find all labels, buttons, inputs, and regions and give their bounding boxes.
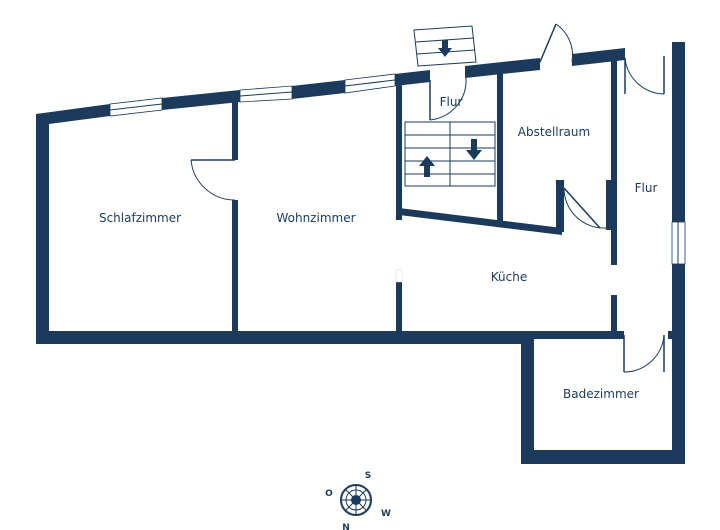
staircase bbox=[404, 25, 496, 187]
room-label-abstellraum: Abstellraum bbox=[518, 125, 590, 139]
stair-up-arrow-icon bbox=[419, 156, 435, 177]
room-labels: Schlafzimmer Wohnzimmer Flur Abstellraum… bbox=[99, 95, 657, 401]
room-label-wohnzimmer: Wohnzimmer bbox=[276, 211, 355, 225]
stair-down-arrow-icon bbox=[466, 139, 482, 160]
room-label-schlafzimmer: Schlafzimmer bbox=[99, 211, 181, 225]
interior-walls bbox=[232, 60, 617, 335]
outer-walls bbox=[36, 42, 685, 464]
room-label-flur-right: Flur bbox=[635, 181, 658, 195]
compass-east: O bbox=[325, 489, 333, 499]
room-label-kueche: Küche bbox=[491, 270, 527, 284]
compass-west: W bbox=[381, 509, 391, 519]
entry-stair-arrow-icon bbox=[438, 40, 452, 57]
compass-north: N bbox=[342, 523, 350, 530]
compass-south: S bbox=[365, 471, 371, 481]
room-label-badezimmer: Badezimmer bbox=[563, 387, 639, 401]
doors bbox=[190, 23, 665, 373]
windows bbox=[109, 73, 686, 265]
room-label-flur-stair: Flur bbox=[440, 95, 463, 109]
compass-rose: S O W N bbox=[325, 471, 391, 530]
